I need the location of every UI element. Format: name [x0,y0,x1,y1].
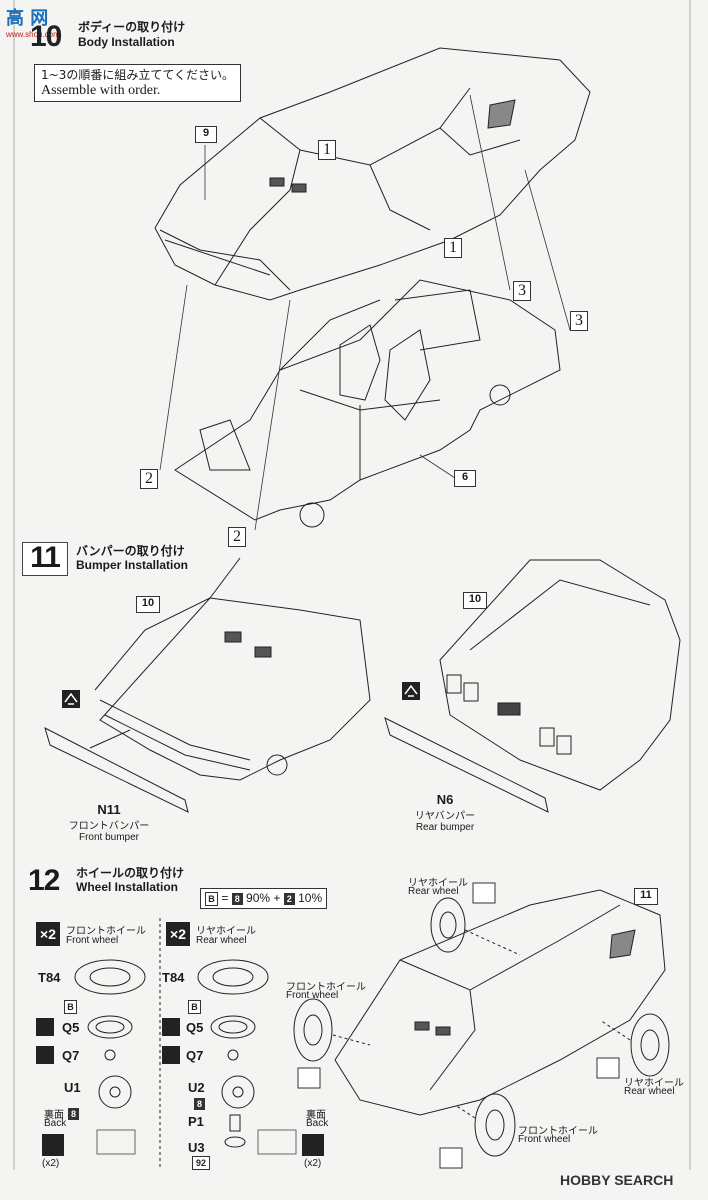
step10-number: 10 [30,20,62,53]
formula-c2: 2 [283,893,295,905]
rear-qty-badge: ×2 [166,922,190,946]
rear-q7-code: Q7 [186,1048,204,1063]
footer-brand: HOBBY SEARCH [560,1172,673,1188]
watermark-text: 高 网 [6,8,49,29]
rear-q7-glue-icon [162,1046,180,1064]
step11-front-car-drawing [44,557,371,813]
rear-bumper-jp: リヤバンパー [414,811,476,822]
rear-right-label-en: Rear wheel [624,1086,675,1097]
front-tire-code: T84 [38,970,61,985]
step12-car-drawing [293,889,670,1157]
step10-body-tag: 9 [195,126,217,143]
front-bumper-jp: フロントバンパー [68,821,150,832]
rear-group-en: Rear wheel [196,935,247,946]
glue-icon-front [62,690,80,708]
step11-title-en: Bumper Installation [76,558,189,572]
step11-front-tag: 10 [136,596,160,613]
step12-parts-drawing [74,918,297,1170]
order-mark-1a: 1 [318,140,336,160]
step10-chassis-tag: 6 [454,470,476,487]
glue-icon-rear [402,682,420,700]
rear-top-label-jp: リヤホイール [408,878,468,889]
front-left-label-jp: フロントホイール [286,982,366,993]
rear-u2-code: U2 [188,1080,205,1095]
step10-note-jp: 1~3の順番に組み立ててください。 [41,68,234,82]
step11-number: 11 [22,542,68,576]
front-bumper-en: Front bumper [78,832,140,843]
front-group-jp: フロントホイール [66,926,146,937]
step12-title-en: Wheel Installation [76,880,179,894]
rear-count: (x2) [304,1158,322,1169]
formula-p1: 90% [246,891,271,905]
front-bumper-code: N11 [97,802,121,817]
rear-right-label-jp: リヤホイール [624,1078,684,1089]
watermark-logo: 高 网 www.shou.com [6,4,70,39]
rear-back-jp: 裏面 [306,1110,326,1121]
order-mark-1b: 1 [444,238,462,258]
front-b-chip: B [64,1000,77,1014]
step11-title-jp: バンパーの取り付け [76,544,185,558]
rear-u3-chip: 92 [192,1156,210,1170]
front-back-en: Back [44,1118,67,1129]
rear-bumper-en: Rear bumper [415,822,475,833]
front-qty-badge: ×2 [36,922,60,946]
step12-car-tag: 11 [634,888,658,905]
rear-bumper-code: N6 [436,792,454,807]
step10-body-drawing [154,47,591,301]
front-q5-code: Q5 [62,1020,80,1035]
front-q5-glue-icon [36,1018,54,1036]
footer-brand-text: HOBBY SEARCH [560,1172,674,1188]
formula-p2: 10% [298,891,323,905]
step11-rear-car-drawing [384,559,681,813]
rear-bumper-label: N6 リヤバンパー Rear bumper [400,792,490,833]
rear-tire-code: T84 [162,970,185,985]
formula-b: B [205,892,218,906]
order-mark-2b: 2 [228,527,246,547]
front-paint-icon [42,1134,64,1156]
rear-q5-code: Q5 [186,1020,204,1035]
step10-title-en: Body Installation [78,35,175,49]
front-u1-code: U1 [64,1080,81,1095]
step10-title-jp: ボディーの取り付け [78,20,186,34]
order-mark-3b: 3 [570,311,588,331]
front-bottom-label-en: Front wheel [518,1134,571,1145]
formula-plus: + [273,891,281,905]
step10-note: 1~3の順番に組み立ててください。 Assemble with order. [34,64,241,102]
rear-b-chip: B [188,1000,201,1014]
step10-chassis-drawing [174,279,561,528]
front-back-chip: 8 [68,1108,79,1120]
step10-note-en: Assemble with order. [41,83,161,98]
rear-top-label-en: Rear wheel [408,886,459,897]
rear-p-chip: 8 [194,1098,205,1110]
front-q7-glue-icon [36,1046,54,1064]
rear-group-jp: リヤホイール [196,926,256,937]
rear-back-en: Back [306,1118,329,1129]
order-mark-2a: 2 [140,469,158,489]
front-back-jp: 裏面 [44,1110,64,1121]
step12-title-jp: ホイールの取り付け [76,866,185,880]
formula-c1: 8 [231,893,243,905]
watermark-url: www.shou.com [6,30,60,39]
rear-q5-glue-icon [162,1018,180,1036]
order-mark-3a: 3 [513,281,531,301]
front-bottom-label-jp: フロントホイール [518,1126,598,1137]
formula-eq: = [221,891,229,905]
rear-p1-code: P1 [188,1114,204,1129]
front-group-en: Front wheel [66,935,119,946]
rear-u3-code: U3 [188,1140,205,1155]
front-left-label-en: Front wheel [286,990,339,1001]
step11-rear-tag: 10 [463,592,487,609]
front-q7-code: Q7 [62,1048,80,1063]
front-bumper-label: N11 フロントバンパー Front bumper [64,802,154,843]
front-count: (x2) [42,1158,60,1169]
paint-mix-formula: B = 8 90% + 2 10% [200,888,328,909]
rear-paint-icon [302,1134,324,1156]
step12-number: 12 [28,864,60,897]
